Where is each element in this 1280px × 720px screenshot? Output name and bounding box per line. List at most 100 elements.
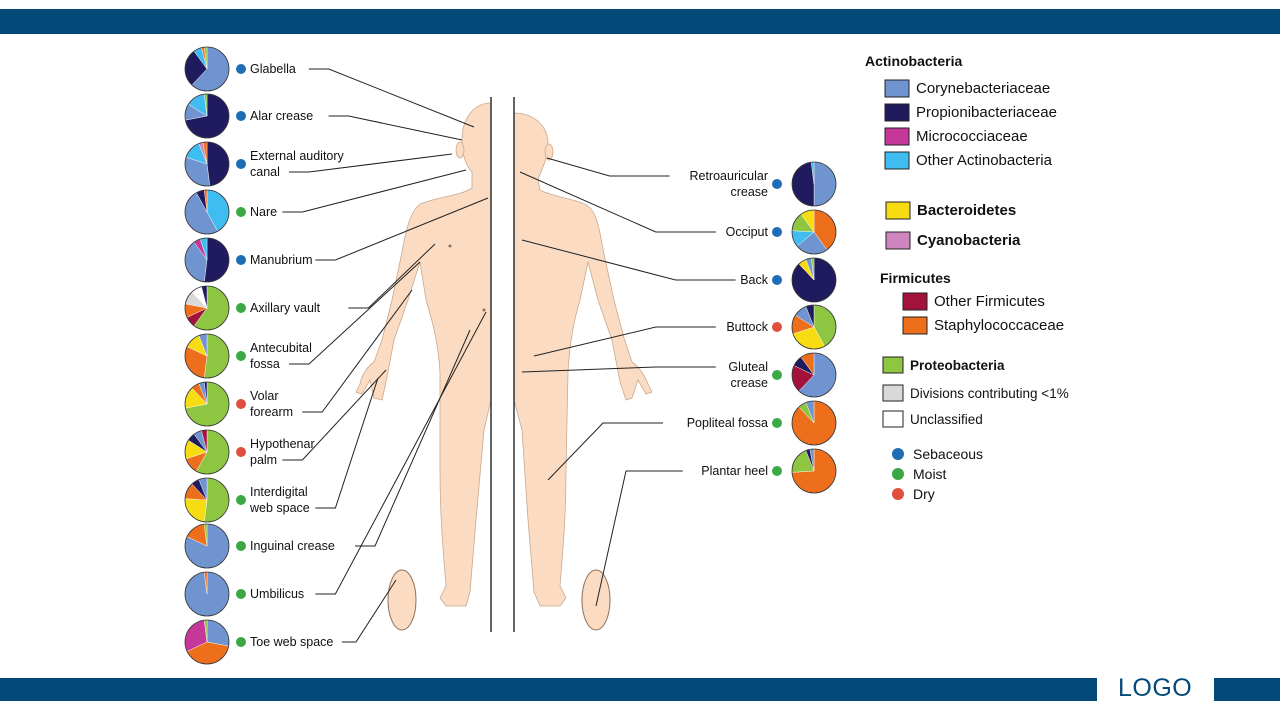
- front-ear: [455, 141, 465, 159]
- site-label: fossa: [250, 357, 280, 371]
- front-body: [355, 102, 492, 607]
- site-label: forearm: [250, 405, 293, 419]
- site-label: Manubrium: [250, 253, 313, 267]
- legend-label-cyanobacteria: Cyanobacteria: [917, 232, 1021, 249]
- site-label: Buttock: [726, 320, 768, 334]
- pie-slice-propionibacteriaceae: [204, 237, 230, 283]
- pie-outline: [184, 285, 230, 331]
- connector-plantar-heel: [595, 470, 683, 607]
- site-type-dot-sebaceous: [236, 111, 246, 121]
- pie-slice-corynebacteriaceae: [813, 161, 837, 207]
- connector-external-auditory-canal: [289, 153, 453, 173]
- pie-axillary-vault: [184, 285, 230, 331]
- site-label: Inguinal crease: [250, 539, 335, 553]
- legend-label-staphylococcaceae: Staphylococcaceae: [934, 317, 1064, 334]
- pie-nare: [184, 189, 230, 235]
- pie-outline: [184, 141, 230, 187]
- site-label: Gluteal: [728, 360, 768, 374]
- site-type-dot-moist: [236, 637, 246, 647]
- site-type-dot-sebaceous: [772, 227, 782, 237]
- legend-label-micrococciaceae: Micrococciaceae: [916, 128, 1028, 145]
- site-type-dot-dry: [236, 399, 246, 409]
- legend-label-bacteroidetes: Bacteroidetes: [917, 202, 1016, 219]
- legend-swatch-propionibacteriaceae: [884, 103, 910, 122]
- legend-swatch-micrococciaceae: [884, 127, 910, 146]
- connector-nare: [282, 169, 467, 213]
- site-type-dot-dry: [236, 447, 246, 457]
- site-label: Volar: [250, 389, 279, 403]
- site-label: Hypothenar: [250, 437, 315, 451]
- pie-outline: [184, 93, 230, 139]
- pie-toe-web-space: [184, 619, 230, 665]
- connector-retroauricular-crease: [546, 157, 670, 177]
- connector-antecubital-fossa: [289, 261, 421, 365]
- connector-hypothenar-palm: [282, 369, 387, 461]
- legend-swatch-divisions-contributing-1: [882, 384, 904, 402]
- connector-axillary-vault: [348, 243, 436, 309]
- legend-swatch-proteobacteria: [882, 356, 904, 374]
- pie-outline: [184, 571, 230, 617]
- pie-umbilicus: [184, 571, 230, 617]
- site-label: Retroauricular: [689, 169, 768, 183]
- connector-manubrium: [315, 197, 489, 261]
- pie-occiput: [791, 209, 837, 255]
- site-type-dot-moist: [236, 207, 246, 217]
- pie-outline: [184, 46, 230, 92]
- legend-label-moist: Moist: [913, 466, 947, 482]
- site-type-dot-sebaceous: [236, 255, 246, 265]
- logo-text: LOGO: [1118, 674, 1193, 702]
- connector-glabella: [308, 68, 475, 128]
- site-type-dot-sebaceous: [772, 179, 782, 189]
- pie-outline: [791, 400, 837, 446]
- pie-slice-bacteroidetes: [184, 498, 208, 523]
- pie-popliteal-fossa: [791, 400, 837, 446]
- legend-label-other-actinobacteria: Other Actinobacteria: [916, 152, 1053, 169]
- front-nipple: [448, 244, 452, 248]
- legend-label-divisions-contributing-1: Divisions contributing <1%: [910, 386, 1069, 401]
- pie-charts: [184, 46, 837, 665]
- legend: ActinobacteriaCorynebacteriaceaePropioni…: [865, 53, 1069, 502]
- connector-popliteal-fossa: [547, 422, 663, 481]
- site-label: crease: [730, 185, 768, 199]
- back-foot-sole: [581, 569, 611, 631]
- pie-slice-propionibacteriaceae: [206, 141, 230, 187]
- body-outlines: [355, 102, 653, 631]
- pie-interdigital-web-space: [184, 477, 230, 523]
- pie-plantar-heel: [791, 448, 837, 494]
- pie-manubrium: [184, 237, 230, 283]
- pie-outline: [184, 189, 230, 235]
- legend-dot-sebaceous: [892, 448, 904, 460]
- site-label: Popliteal fossa: [687, 416, 768, 430]
- pie-volar-forearm: [184, 381, 230, 427]
- connector-toe-web-space: [341, 579, 397, 643]
- pie-inguinal-crease: [184, 523, 230, 569]
- front-foot-sole: [387, 569, 417, 631]
- site-type-dot-moist: [236, 303, 246, 313]
- site-type-dot-moist: [772, 466, 782, 476]
- site-label: crease: [730, 376, 768, 390]
- pie-outline: [791, 257, 837, 303]
- site-type-dot-moist: [236, 589, 246, 599]
- pie-outline: [184, 381, 230, 427]
- site-type-dot-moist: [236, 351, 246, 361]
- pie-slice-corynebacteriaceae: [206, 619, 230, 647]
- pie-antecubital-fossa: [184, 333, 230, 379]
- pie-buttock: [791, 304, 837, 350]
- site-label: web space: [249, 501, 310, 515]
- pie-gluteal-crease: [791, 352, 837, 398]
- site-type-dot-moist: [236, 495, 246, 505]
- footer-bar: [0, 678, 1097, 701]
- pie-outline: [184, 619, 230, 665]
- site-label: Interdigital: [250, 485, 308, 499]
- pie-outline: [791, 209, 837, 255]
- pie-outline: [184, 237, 230, 283]
- pie-retroauricular-crease: [791, 161, 837, 207]
- pie-outline: [184, 523, 230, 569]
- legend-label-dry: Dry: [913, 486, 935, 502]
- connector-lines: [282, 68, 736, 643]
- connector-gluteal-crease: [521, 366, 716, 373]
- legend-dot-dry: [892, 488, 904, 500]
- legend-label-other-firmicutes: Other Firmicutes: [934, 293, 1045, 310]
- legend-label-proteobacteria: Proteobacteria: [910, 358, 1005, 373]
